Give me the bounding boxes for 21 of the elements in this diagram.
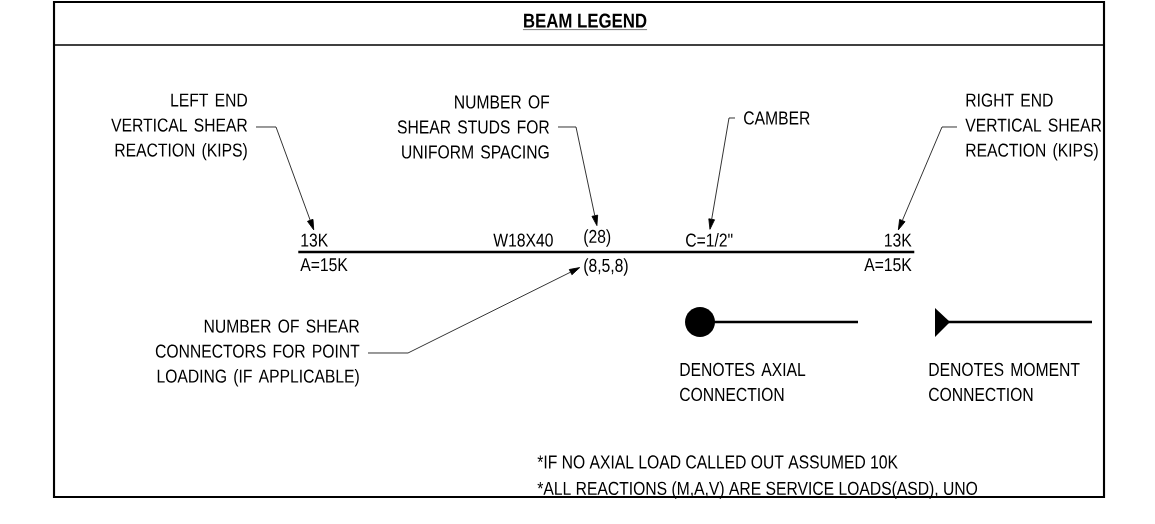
leader-line (367, 267, 581, 354)
callout-text: CAMBER (744, 111, 810, 125)
beam-line (298, 250, 915, 254)
callout-text: NUMBER OF SHEAR STUDS FOR UNIFORM SPACING (397, 95, 550, 159)
callout-text: LEFT END VERTICAL SHEAR REACTION (KIPS) (111, 93, 247, 161)
beam-value: C=1/2" (686, 233, 733, 247)
beam-value: 13K (301, 233, 328, 247)
leader-line (708, 117, 736, 230)
callout-text: RIGHT END VERTICAL SHEAR REACTION (KIPS) (965, 93, 1102, 161)
note: *IF NO AXIAL LOAD CALLED OUT ASSUMED 10K (537, 455, 898, 469)
beam-value: (28) (584, 229, 611, 247)
callout-text: NUMBER OF SHEAR CONNECTORS FOR POINT LOADING (IF APPLICABLE) (155, 319, 360, 387)
symbol-caption: DENOTES MOMENT CONNECTION (929, 362, 1080, 402)
leader-line (255, 126, 315, 231)
beam-value: (8,5,8) (584, 258, 628, 276)
beam-value: 13K (885, 233, 912, 247)
note: *ALL REACTIONS (M,A,V) ARE SERVICE LOADS(ASD), UNO (537, 481, 978, 499)
title: BEAM LEGEND (522, 13, 648, 30)
leader-line (897, 126, 958, 231)
symbol-caption: DENOTES AXIAL CONNECTION (680, 362, 806, 402)
leader-line (557, 126, 599, 226)
